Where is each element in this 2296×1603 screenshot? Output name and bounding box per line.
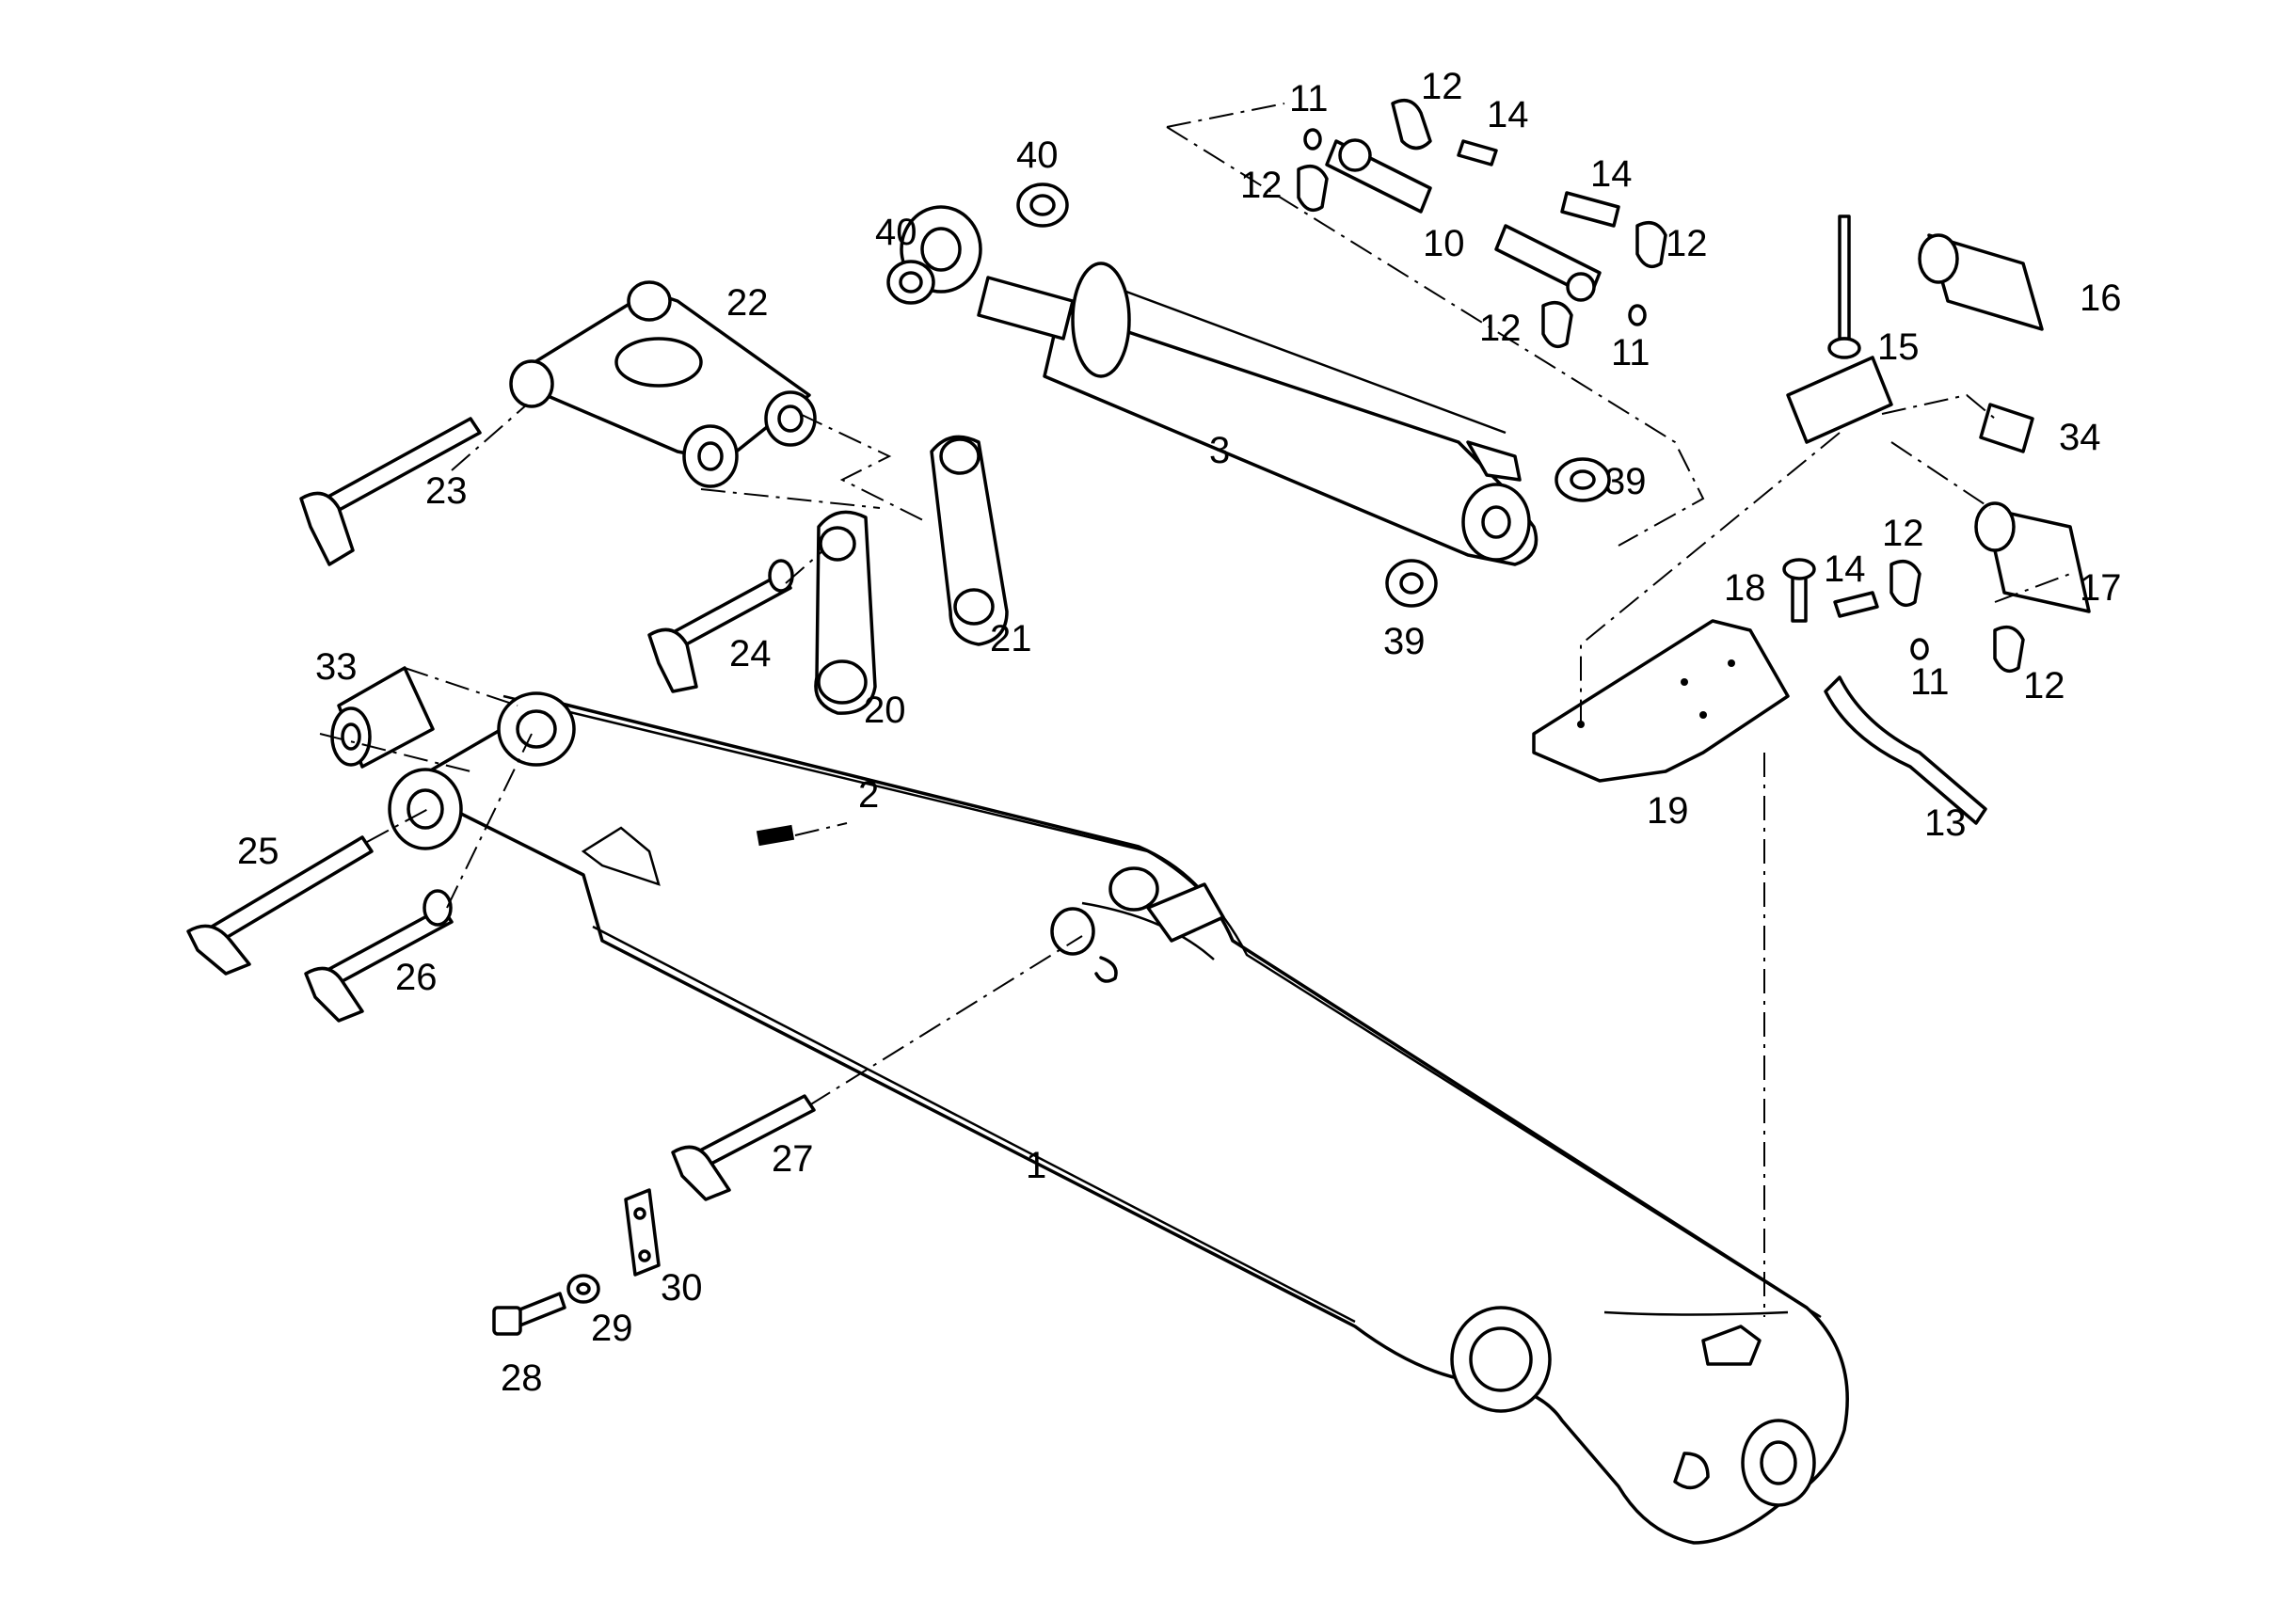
callout-28: 28 xyxy=(501,1357,543,1399)
hose-fitting-part-10 xyxy=(1325,138,1602,302)
callout-29: 29 xyxy=(591,1308,633,1349)
spacer-part-34 xyxy=(1979,403,2034,453)
boom-arm-part-1 xyxy=(388,691,1849,1545)
washers-39-40 xyxy=(886,183,1611,608)
callout-39: 39 xyxy=(1604,461,1647,502)
hose-part-13 xyxy=(1824,675,1987,825)
clamp-halves-part-12 xyxy=(1297,98,2025,674)
bolt-part-18 xyxy=(1782,558,1816,623)
callout-26: 26 xyxy=(395,957,438,998)
flange-part-17 xyxy=(1974,501,2091,613)
callout-18: 18 xyxy=(1724,567,1766,609)
callout-14: 14 xyxy=(1487,94,1529,135)
bushing-part-33 xyxy=(330,666,435,769)
callout-2: 2 xyxy=(858,774,879,816)
callout-39: 39 xyxy=(1383,621,1426,662)
callout-21: 21 xyxy=(990,618,1032,659)
callout-40: 40 xyxy=(875,212,917,253)
callout-27: 27 xyxy=(772,1138,814,1180)
link-part-20 xyxy=(814,510,877,715)
callout-15: 15 xyxy=(1877,326,1920,368)
callout-1: 1 xyxy=(1026,1145,1046,1186)
callout-20: 20 xyxy=(864,690,906,731)
callout-22: 22 xyxy=(726,282,769,324)
callout-labels: 1 2 3 10 11 11 11 12 12 12 12 12 12 13 1… xyxy=(237,66,2122,1399)
callout-16: 16 xyxy=(2080,278,2122,319)
pin-part-24 xyxy=(647,559,794,693)
callout-14: 14 xyxy=(1590,153,1633,195)
pin-part-25 xyxy=(186,835,374,976)
callout-11: 11 xyxy=(1910,661,1950,703)
callout-24: 24 xyxy=(729,633,772,675)
pin-part-23 xyxy=(299,417,482,566)
callout-34: 34 xyxy=(2059,417,2101,458)
callout-40: 40 xyxy=(1016,135,1059,176)
callout-14: 14 xyxy=(1824,548,1866,590)
mounting-plate-part-19 xyxy=(1532,619,1790,783)
pin-part-27 xyxy=(671,1094,816,1201)
flange-part-16 xyxy=(1918,233,2044,331)
callout-23: 23 xyxy=(425,470,468,512)
callout-19: 19 xyxy=(1647,790,1689,832)
callout-25: 25 xyxy=(237,831,279,872)
callout-10: 10 xyxy=(1423,223,1465,264)
callout-12: 12 xyxy=(1666,223,1708,264)
bolt-part-28 xyxy=(492,1292,566,1336)
callout-12: 12 xyxy=(1882,513,1924,554)
callout-17: 17 xyxy=(2080,567,2122,609)
orings-part-11 xyxy=(1303,128,1929,660)
pin-part-26 xyxy=(304,889,454,1023)
plate-part-30 xyxy=(624,1188,661,1277)
callout-12: 12 xyxy=(1421,66,1463,107)
washer-part-29 xyxy=(566,1274,600,1304)
callout-13: 13 xyxy=(1924,802,1967,844)
link-part-21 xyxy=(930,435,1009,646)
bellcrank-part-22 xyxy=(509,280,817,488)
callout-12: 12 xyxy=(2023,665,2065,706)
screws-part-14 xyxy=(1457,139,1879,618)
callout-11: 11 xyxy=(1611,332,1650,373)
callout-12: 12 xyxy=(1240,165,1283,206)
callout-11: 11 xyxy=(1289,78,1329,119)
callout-3: 3 xyxy=(1209,430,1230,471)
callout-30: 30 xyxy=(661,1267,703,1309)
callout-12: 12 xyxy=(1479,308,1522,349)
callout-33: 33 xyxy=(315,646,358,688)
block-part-15 xyxy=(1786,214,1893,444)
assembly-leader-lines xyxy=(319,103,2071,1317)
